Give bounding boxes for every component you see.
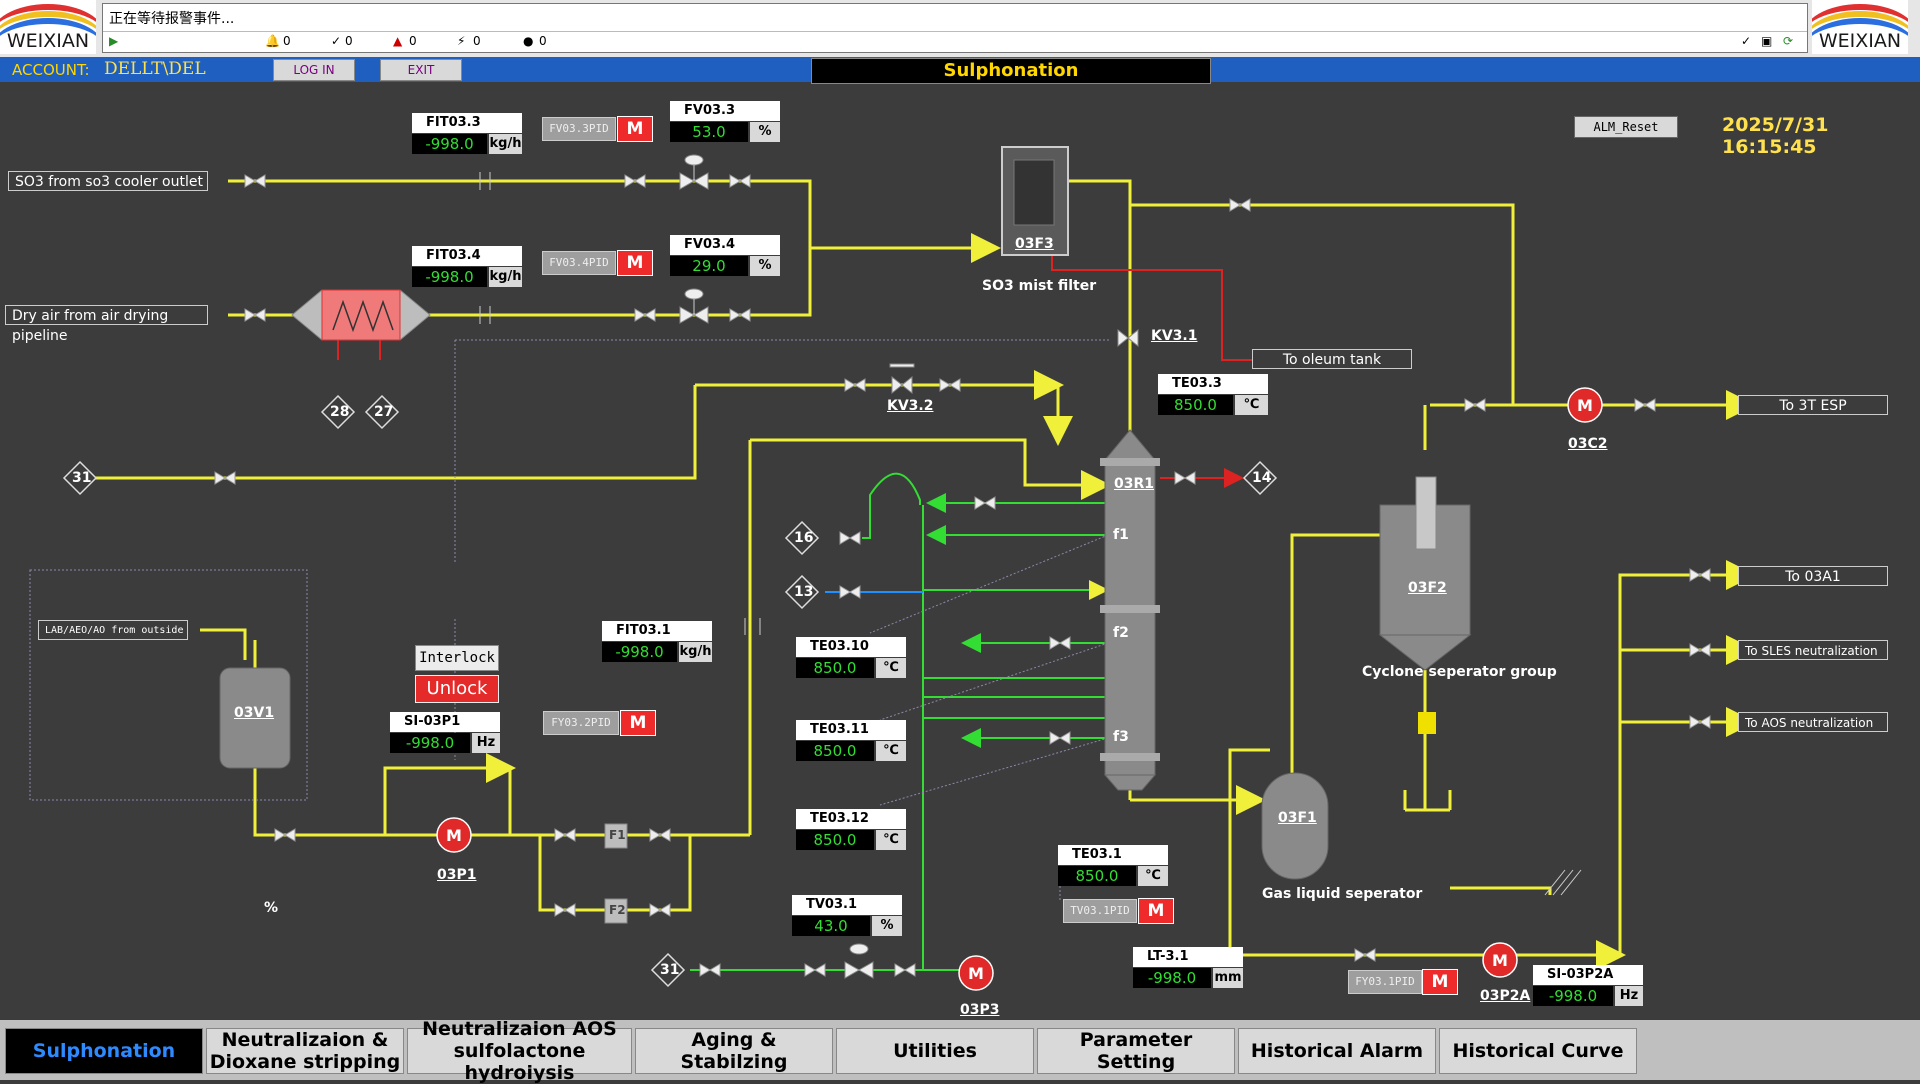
pump-03p1-tag[interactable]: 03P1	[437, 867, 477, 883]
connector-13[interactable]: 13	[794, 584, 814, 600]
alarm-counter-row: ▶ 🔔 0 ✓ 0 ▲ 0 ⚡ 0 ● 0 ✓ ▣ ⟳	[103, 31, 1807, 52]
blower-03c2-tag[interactable]: 03C2	[1568, 436, 1608, 452]
reactor-zone-f3: f3	[1113, 729, 1129, 745]
alarm-reset-button[interactable]: ALM_Reset	[1574, 116, 1678, 138]
bell-icon: 🔔	[265, 34, 280, 48]
valve-kv31-tag[interactable]: KV3.1	[1151, 328, 1198, 344]
connector-27[interactable]: 27	[374, 404, 394, 420]
run-icon[interactable]: ▶	[109, 34, 119, 48]
lab-inlet[interactable]: LAB/AEO/AO from outside	[38, 620, 188, 640]
cyclone-label: Cyclone seperator group	[1362, 664, 1557, 680]
tab-sulphonation[interactable]: Sulphonation	[5, 1028, 203, 1074]
cyclone-tag[interactable]: 03F2	[1408, 580, 1447, 596]
process-diagram: M M M M 28 27 31 16 13 14 31 SO3 from so3 …	[0, 82, 1920, 1020]
tab-aging-stabilizing[interactable]: Aging & Stabilzing	[635, 1028, 833, 1074]
account-label: ACCOUNT:	[12, 61, 90, 79]
fv034-manual-badge[interactable]: M	[617, 250, 653, 276]
fy032-pid-button[interactable]: FY03.2PID	[543, 711, 619, 735]
account-user: DELLT\DEL	[104, 59, 206, 79]
connector-31-bottom[interactable]: 31	[660, 962, 680, 978]
alarm-message: 正在等待报警事件...	[109, 11, 235, 27]
reactor-zone-f2: f2	[1113, 625, 1129, 641]
company-logo-right: WEIXIAN	[1812, 0, 1908, 54]
tab-historical-alarm[interactable]: Historical Alarm	[1238, 1028, 1436, 1074]
reactor-zone-f1: f1	[1113, 527, 1129, 543]
a1-outlet[interactable]: To 03A1	[1738, 566, 1888, 586]
pump-03p2a-tag[interactable]: 03P2A	[1480, 988, 1531, 1004]
reactor-tag[interactable]: 03R1	[1114, 476, 1155, 492]
lightning-count: 0	[473, 34, 481, 48]
valve-kv32-tag[interactable]: KV3.2	[887, 398, 934, 414]
tv031-manual-badge[interactable]: M	[1138, 898, 1174, 924]
print-icon[interactable]: ▣	[1761, 34, 1773, 48]
connector-28[interactable]: 28	[330, 404, 350, 420]
oleum-outlet[interactable]: To oleum tank	[1252, 349, 1412, 369]
svg-text:M: M	[446, 826, 462, 845]
warning-count: 0	[409, 34, 417, 48]
percent-label: %	[264, 900, 279, 916]
header-bar: WEIXIAN WEIXIAN 正在等待报警事件... ▶ 🔔 0 ✓ 0 ▲ …	[0, 0, 1920, 158]
tab-neutralization-dioxane[interactable]: Neutralizaion & Dioxane stripping	[206, 1028, 404, 1074]
connector-31[interactable]: 31	[72, 470, 92, 486]
fy031-manual-badge[interactable]: M	[1422, 969, 1458, 995]
pump-03p3-tag[interactable]: 03P3	[960, 1002, 1000, 1018]
fv033-manual-badge[interactable]: M	[617, 116, 653, 142]
ack-icon: ✓	[331, 34, 342, 48]
tv031-pid-button[interactable]: TV03.1PID	[1063, 899, 1137, 923]
disabled-count: 0	[539, 34, 547, 48]
svg-text:M: M	[1577, 396, 1593, 415]
filter-f1-tag[interactable]: F1	[609, 828, 626, 842]
so3-inlet[interactable]: SO3 from so3 cooler outlet	[8, 171, 208, 191]
page-title: Sulphonation	[811, 58, 1211, 84]
fv033-pid-button[interactable]: FV03.3PID	[542, 117, 616, 141]
aos-outlet[interactable]: To AOS neutralization	[1738, 712, 1888, 732]
interlock-label: Interlock	[415, 645, 499, 671]
disabled-icon: ●	[523, 34, 534, 48]
exit-button[interactable]: EXIT	[380, 59, 462, 81]
esp-outlet[interactable]: To 3T ESP	[1738, 395, 1888, 415]
air-heater	[291, 289, 431, 341]
connector-16[interactable]: 16	[794, 530, 814, 546]
vessel-tag[interactable]: 03V1	[234, 705, 275, 721]
warning-icon: ▲	[393, 34, 403, 48]
separator-label: Gas liquid seperator	[1262, 886, 1423, 902]
current-datetime: 2025/7/31 16:15:45	[1722, 114, 1829, 158]
separator-tag[interactable]: 03F1	[1278, 810, 1317, 826]
company-logo-left: WEIXIAN	[0, 0, 96, 54]
lightning-icon: ⚡	[457, 34, 466, 48]
tab-parameter-setting[interactable]: Parameter Setting	[1037, 1028, 1235, 1074]
mist-filter-tag[interactable]: 03F3	[1015, 236, 1054, 252]
svg-text:M: M	[968, 964, 984, 983]
tab-utilities[interactable]: Utilities	[836, 1028, 1034, 1074]
tab-historical-curve[interactable]: Historical Curve	[1439, 1028, 1637, 1074]
connector-14[interactable]: 14	[1252, 470, 1272, 486]
check-icon[interactable]: ✓	[1741, 34, 1752, 48]
fy032-manual-badge[interactable]: M	[620, 710, 656, 736]
alarm-count: 0	[283, 34, 291, 48]
tab-neutralization-aos[interactable]: Neutralizaion AOS sulfolactone hydroiysi…	[407, 1018, 632, 1084]
air-inlet[interactable]: Dry air from air drying pipeline	[5, 305, 208, 344]
svg-text:M: M	[1492, 951, 1508, 970]
bottom-navigation: Sulphonation Neutralizaion & Dioxane str…	[0, 1018, 1920, 1084]
mist-filter-label: SO3 mist filter	[982, 278, 1097, 294]
fy031-pid-button[interactable]: FY03.1PID	[1348, 970, 1422, 994]
ack-count: 0	[345, 34, 353, 48]
pipe-network: M M M M	[29, 146, 1756, 991]
sles-outlet[interactable]: To SLES neutralization	[1738, 640, 1888, 660]
fv034-pid-button[interactable]: FV03.4PID	[542, 251, 616, 275]
unlock-button[interactable]: Unlock	[415, 675, 499, 703]
refresh-icon[interactable]: ⟳	[1783, 34, 1794, 48]
filter-f2-tag[interactable]: F2	[609, 903, 626, 917]
alarm-banner[interactable]: 正在等待报警事件... ▶ 🔔 0 ✓ 0 ▲ 0 ⚡ 0 ● 0 ✓ ▣ ⟳	[102, 3, 1808, 53]
login-button[interactable]: LOG IN	[273, 59, 355, 81]
